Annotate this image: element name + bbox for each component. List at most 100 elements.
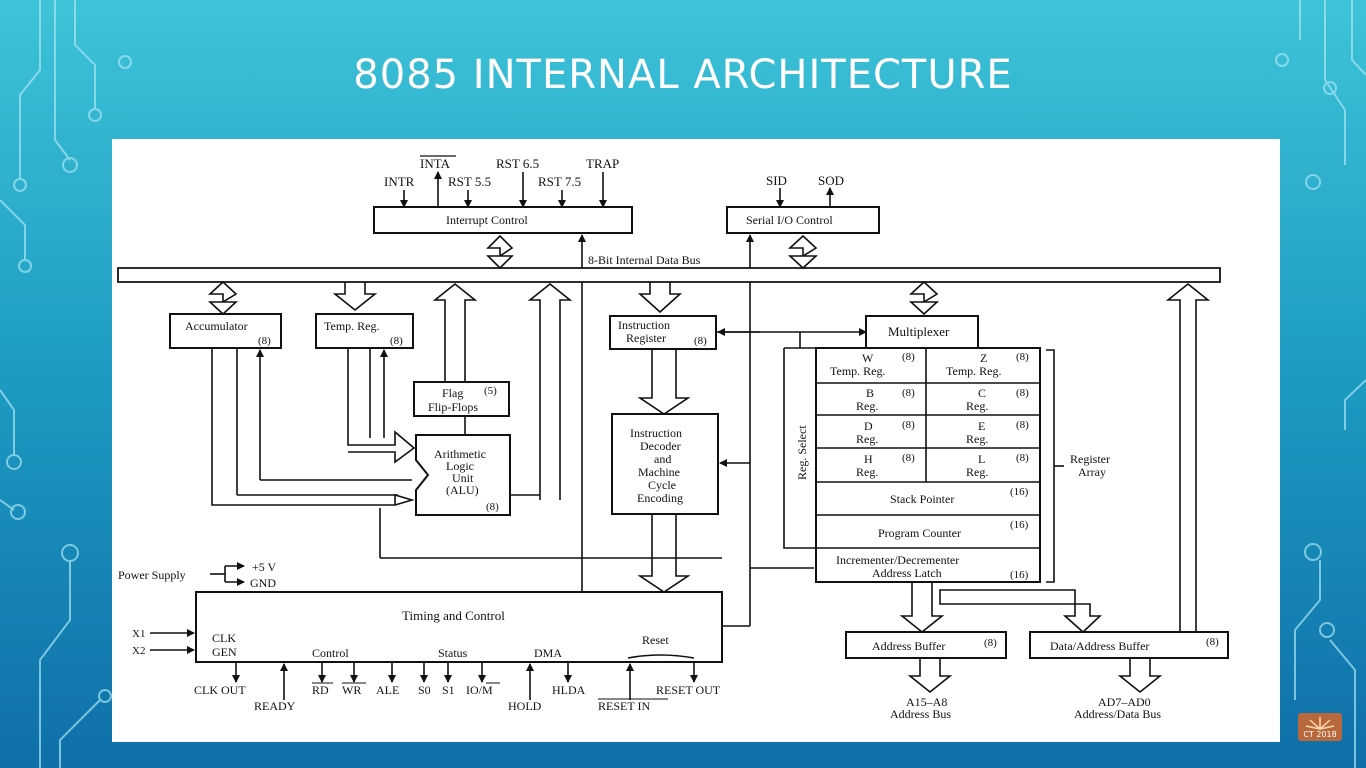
reg-d-bits: (8)	[902, 419, 915, 431]
data-address-buffer-bits: (8)	[1206, 636, 1219, 648]
reg-select-label: Reg. Select	[795, 425, 809, 480]
multiplexer-label: Multiplexer	[888, 324, 950, 339]
status-group-label: Status	[438, 646, 468, 660]
reg-c-sub: Reg.	[966, 399, 988, 413]
reg-c-name: C	[978, 386, 986, 400]
data-bus-line-2: Address/Data Bus	[1074, 707, 1161, 721]
reset-out-label: RESET OUT	[656, 683, 721, 697]
ir-line-2: Register	[626, 331, 666, 345]
power-gnd-label: GND	[250, 576, 276, 590]
alu-line-3: Unit	[452, 471, 474, 485]
accumulator-bus-connector	[207, 280, 239, 316]
inc-dec-line-2: Address Latch	[872, 566, 942, 580]
register-array-line-1: Register	[1070, 452, 1110, 466]
alu-line-4: (ALU)	[446, 483, 479, 497]
address-buffer-bits: (8)	[984, 637, 997, 649]
reg-l-sub: Reg.	[966, 465, 988, 479]
internal-data-bus	[117, 267, 1221, 283]
decoder-line-4: Machine	[638, 465, 680, 479]
alu-box	[415, 434, 511, 516]
slide-title: 8085 INTERNAL ARCHITECTURE	[353, 52, 1013, 98]
interrupt-control-box	[373, 206, 633, 234]
reg-z-name: Z	[980, 351, 987, 365]
interrupt-control-label: Interrupt Control	[446, 213, 528, 227]
flag-bits: (5)	[484, 385, 497, 397]
sod-label: SOD	[818, 173, 844, 188]
address-bus-line-1: A15–A8	[906, 695, 947, 709]
timing-control-box	[195, 591, 723, 663]
reg-z-sub: Temp. Reg.	[946, 364, 1001, 378]
interrupt-bus-connector	[486, 234, 514, 270]
decoder-line-3: and	[654, 452, 671, 466]
dma-group-label: DMA	[534, 646, 562, 660]
serial-bus-connector	[787, 234, 819, 270]
program-counter-bits: (16)	[1010, 519, 1029, 531]
reg-d-name: D	[864, 419, 873, 433]
decoder-line-6: Encoding	[637, 491, 683, 505]
decoder-line-1: Instruction	[630, 426, 682, 440]
inta-label: INTA	[420, 156, 451, 171]
ready-label: READY	[254, 699, 296, 713]
clk-out-label: CLK OUT	[194, 683, 246, 697]
power-supply-label: Power Supply	[118, 568, 186, 582]
instruction-decoder-box	[611, 413, 719, 515]
flag-label-1: Flag	[442, 386, 463, 400]
s1-label: S1	[442, 683, 455, 697]
reg-c-bits: (8)	[1016, 387, 1029, 399]
accumulator-bits: (8)	[258, 335, 271, 347]
data-bus-line-1: AD7–AD0	[1098, 695, 1151, 709]
sun-logo-icon	[1305, 717, 1335, 730]
reg-b-sub: Reg.	[856, 399, 878, 413]
architecture-diagram: INTA INTR RST 5.5 RST 6.5 RST 7.5 TRAP S…	[112, 139, 1280, 742]
multiplexer-bus-connector	[908, 280, 940, 316]
x1-label: X1	[132, 628, 145, 640]
watermark-logo: CT 2018	[1298, 713, 1342, 741]
reg-w-name: W	[862, 351, 874, 365]
gen-label: GEN	[212, 645, 237, 659]
stack-pointer-bits: (16)	[1010, 486, 1029, 498]
rd-label: RD	[312, 683, 329, 697]
reg-l-bits: (8)	[1016, 452, 1029, 464]
accumulator-box	[169, 313, 282, 349]
alu-bits: (8)	[486, 501, 499, 513]
sid-label: SID	[766, 173, 787, 188]
reg-d-sub: Reg.	[856, 432, 878, 446]
rst65-label: RST 6.5	[496, 156, 539, 171]
address-bus-line-2: Address Bus	[890, 707, 951, 721]
reg-e-name: E	[978, 419, 985, 433]
reg-b-bits: (8)	[902, 387, 915, 399]
inc-dec-bits: (16)	[1010, 569, 1029, 581]
stack-pointer-label: Stack Pointer	[890, 492, 954, 506]
decoder-line-2: Decoder	[640, 439, 681, 453]
timing-control-title: Timing and Control	[402, 608, 505, 623]
s0-label: S0	[418, 683, 431, 697]
wr-label: WR	[342, 683, 361, 697]
watermark-text: CT 2018	[1303, 730, 1337, 739]
ir-line-1: Instruction	[618, 318, 670, 332]
trap-label: TRAP	[586, 156, 619, 171]
reg-e-sub: Reg.	[966, 432, 988, 446]
clk-label: CLK	[212, 631, 236, 645]
flag-label-2: Flip-Flops	[428, 400, 478, 414]
serial-io-control-label: Serial I/O Control	[746, 213, 833, 227]
data-address-buffer-label: Data/Address Buffer	[1050, 639, 1149, 653]
serial-io-control-box	[726, 206, 880, 234]
reg-select-bus	[783, 348, 816, 549]
register-array-line-2: Array	[1078, 465, 1106, 479]
register-array-box	[815, 347, 1041, 583]
control-group-label: Control	[312, 646, 349, 660]
reset-group-label: Reset	[642, 633, 669, 647]
alu-line-1: Arithmetic	[434, 447, 486, 461]
program-counter-label: Program Counter	[878, 526, 961, 540]
x2-label: X2	[132, 645, 145, 657]
reg-l-name: L	[978, 452, 985, 466]
reg-e-bits: (8)	[1016, 419, 1029, 431]
reset-in-label: RESET IN	[598, 699, 650, 713]
reg-z-bits: (8)	[1016, 351, 1029, 363]
intr-label: INTR	[384, 174, 415, 189]
rst55-label: RST 5.5	[448, 174, 491, 189]
alu-line-2: Logic	[446, 459, 474, 473]
reg-w-bits: (8)	[902, 351, 915, 363]
reg-w-sub: Temp. Reg.	[830, 364, 885, 378]
